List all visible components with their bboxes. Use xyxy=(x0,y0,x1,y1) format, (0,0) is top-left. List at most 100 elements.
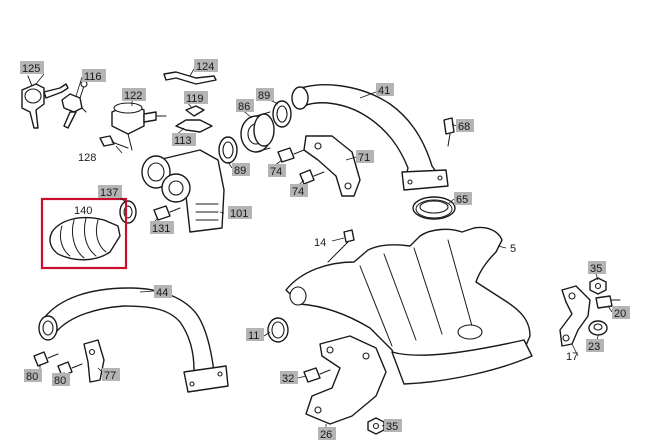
part-23-grommet xyxy=(588,320,608,336)
svg-text:80: 80 xyxy=(54,375,66,387)
callout-35-bottom: 35 xyxy=(384,419,402,433)
part-80-bolt-b xyxy=(57,361,83,377)
svg-text:128: 128 xyxy=(78,152,96,164)
part-71-bracket xyxy=(303,135,361,197)
part-74-bolt-a xyxy=(277,147,305,163)
highlight-box xyxy=(40,197,128,270)
callout-20: 20 xyxy=(612,306,630,320)
part-140-bellows-hose xyxy=(49,216,121,261)
svg-text:26: 26 xyxy=(320,429,332,441)
part-26-bracket xyxy=(305,335,387,425)
part-137-clamp xyxy=(119,200,137,224)
part-101-throttle-housing xyxy=(141,149,225,233)
part-44-intake-pipe xyxy=(38,287,229,393)
part-35-nut-a xyxy=(589,277,607,295)
callout-65: 65 xyxy=(454,192,472,206)
part-128-bolt xyxy=(99,135,129,149)
svg-text:140: 140 xyxy=(74,205,92,217)
part-89-oring-b xyxy=(218,136,238,164)
label-5: 5 xyxy=(510,243,516,255)
label-17: 17 xyxy=(566,351,578,363)
callout-89-top: 89 xyxy=(256,88,274,102)
callout-86: 86 xyxy=(236,99,254,113)
label-128: 128 xyxy=(78,152,96,164)
label-140: 140 xyxy=(74,205,92,217)
part-131-screw xyxy=(153,205,181,221)
svg-text:131: 131 xyxy=(152,223,170,235)
svg-text:116: 116 xyxy=(84,71,102,83)
part-124-strap xyxy=(163,71,217,85)
callout-101: 101 xyxy=(228,206,252,220)
svg-text:74: 74 xyxy=(270,166,282,178)
svg-text:80: 80 xyxy=(26,371,38,383)
svg-text:35: 35 xyxy=(386,421,398,433)
svg-text:35: 35 xyxy=(590,263,602,275)
part-74-bolt-b xyxy=(299,169,325,185)
callout-137: 137 xyxy=(98,185,122,199)
callout-116: 116 xyxy=(82,69,106,83)
svg-text:89: 89 xyxy=(234,165,246,177)
callout-131: 131 xyxy=(150,221,174,235)
svg-text:122: 122 xyxy=(124,90,142,102)
part-122-sensor xyxy=(111,102,167,151)
callout-89-mid: 89 xyxy=(232,163,250,177)
svg-text:14: 14 xyxy=(314,237,326,249)
part-113-clamp xyxy=(175,119,213,133)
callout-23: 23 xyxy=(586,339,604,353)
label-14: 14 xyxy=(314,237,326,249)
svg-text:137: 137 xyxy=(100,187,118,199)
part-77-bracket xyxy=(83,339,105,383)
part-14-bolt xyxy=(327,229,355,263)
callout-68: 68 xyxy=(456,119,474,133)
callout-11: 11 xyxy=(246,328,264,342)
svg-text:86: 86 xyxy=(238,101,250,113)
svg-text:89: 89 xyxy=(258,90,270,102)
callout-77: 77 xyxy=(102,368,120,382)
svg-text:11: 11 xyxy=(248,330,259,342)
callout-26: 26 xyxy=(318,427,336,441)
part-80-bolt-a xyxy=(33,351,59,367)
svg-text:74: 74 xyxy=(292,186,304,198)
svg-text:17: 17 xyxy=(566,351,578,363)
svg-text:20: 20 xyxy=(614,308,626,320)
callout-74-b: 74 xyxy=(290,184,308,198)
callout-labels: 125 116 124 122 119 86 89 41 xyxy=(20,59,630,441)
callout-80-right: 80 xyxy=(52,373,70,387)
callout-74-a: 74 xyxy=(268,164,286,178)
svg-text:71: 71 xyxy=(358,152,370,164)
svg-text:5: 5 xyxy=(510,243,516,255)
svg-text:32: 32 xyxy=(282,373,294,385)
callout-41: 41 xyxy=(376,83,394,97)
svg-text:119: 119 xyxy=(186,93,204,105)
part-125-actuator xyxy=(21,75,69,129)
part-17-bracket xyxy=(559,285,591,347)
callout-35-right: 35 xyxy=(588,261,606,275)
svg-text:113: 113 xyxy=(174,135,192,147)
svg-text:65: 65 xyxy=(456,194,468,206)
svg-text:44: 44 xyxy=(156,287,168,299)
svg-text:41: 41 xyxy=(378,85,390,97)
callout-44: 44 xyxy=(154,285,172,299)
svg-text:77: 77 xyxy=(104,370,116,382)
callout-113: 113 xyxy=(172,133,196,147)
part-32-bolt xyxy=(303,367,331,383)
part-68-screw xyxy=(443,117,455,147)
part-116-valve xyxy=(61,80,88,129)
svg-text:125: 125 xyxy=(22,63,40,75)
part-35-nut-b xyxy=(367,417,385,435)
part-5-intake-manifold xyxy=(285,226,533,385)
part-119-fitting xyxy=(185,105,205,117)
callout-124: 124 xyxy=(194,59,218,73)
svg-text:124: 124 xyxy=(196,61,214,73)
svg-text:23: 23 xyxy=(588,341,600,353)
callout-122: 122 xyxy=(122,88,146,102)
part-65-gasket xyxy=(412,196,456,220)
part-41-intake-pipe xyxy=(291,84,449,191)
callout-71: 71 xyxy=(356,150,374,164)
svg-text:68: 68 xyxy=(458,121,470,133)
callout-32: 32 xyxy=(280,371,298,385)
callout-125: 125 xyxy=(20,61,44,75)
part-86-flange xyxy=(240,111,275,153)
callout-80-left: 80 xyxy=(24,369,42,383)
